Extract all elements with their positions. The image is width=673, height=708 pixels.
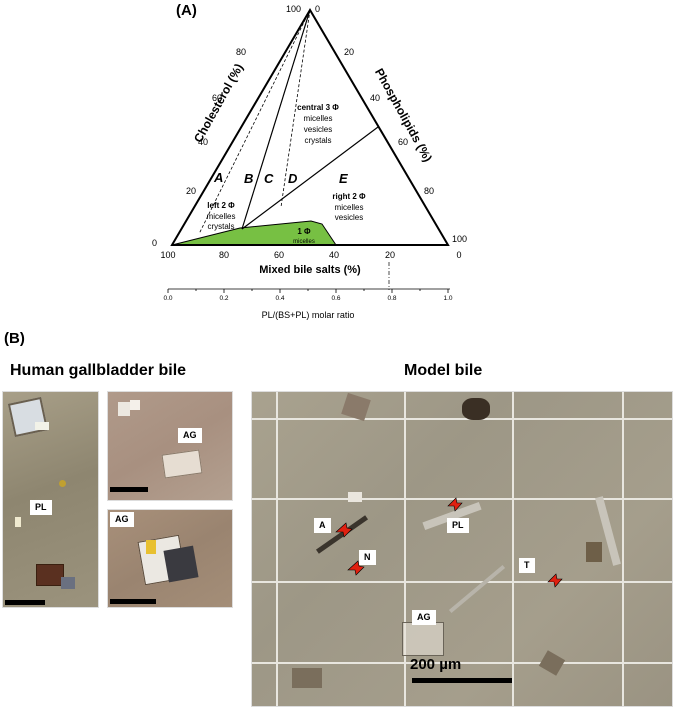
left-tick: 80 [236,47,246,57]
ternary-phase-diagram: 80 60 40 20 20 40 60 80 100 0 0 100 100 … [152,4,467,320]
human-bile-title: Human gallbladder bile [10,362,187,379]
panel-a-label: (A) [176,2,197,19]
zone-letter-a: A [213,170,223,185]
human-bile-micrograph-2: AG [107,391,233,501]
ternary-triangle [170,8,450,246]
bottom-tick: 40 [329,250,339,260]
arrow-n-icon [347,560,365,576]
left-region-title: left 2 Φ [207,201,235,210]
model-bile-title: Model bile [404,362,483,379]
central-region-line: micelles [304,114,333,123]
apex-label: 100 [452,234,467,244]
left-region-line: crystals [207,222,234,231]
annotation-arrows [335,497,563,588]
human-bile-micrograph-1: PL [2,391,99,608]
right-tick: 80 [424,186,434,196]
human-bile-micrograph-3: AG [107,509,233,608]
ratio-tick: 0.4 [275,295,284,302]
apex-label: 0 [315,4,320,14]
ratio-tick: 0.0 [163,295,172,302]
left-region-line: micelles [207,212,236,221]
zone-letter-b: B [244,171,253,186]
boundary-c-d [280,9,311,208]
scale-bar [110,487,148,492]
tag-a: A [314,518,331,533]
tag-t: T [519,558,535,573]
tag-ag: AG [178,428,202,443]
right-tick: 40 [370,93,380,103]
tag-pl: PL [447,518,469,533]
left-tick: 40 [198,137,208,147]
arrow-t-icon [547,573,563,588]
central-region-title: central 3 Φ [297,103,339,112]
boundary-b-c [241,9,311,230]
ratio-tick: 0.2 [219,295,228,302]
scale-bar-label: 200 µm [410,656,462,673]
ratio-axis-title: PL/(BS+PL) molar ratio [262,310,355,320]
ratio-tick: 0.6 [331,295,340,302]
bottom-tick: 80 [219,250,229,260]
apex-label: 0 [152,238,157,248]
left-tick: 20 [186,186,196,196]
right-region-line: micelles [335,203,364,212]
panel-b-label: (B) [4,330,25,347]
tag-ag: AG [110,512,134,527]
scale-bar [412,678,512,683]
ratio-tick: 1.0 [443,295,452,302]
tag-pl: PL [30,500,52,515]
bottom-tick: 20 [385,250,395,260]
left-tick: 60 [212,93,222,103]
one-phase-line: micelles [293,239,315,245]
zone-letter-e: E [339,171,348,186]
right-tick: 60 [398,137,408,147]
right-region-line: vesicles [335,213,363,222]
one-phase-title: 1 Φ [297,227,311,236]
crystal-aggregate [161,449,203,479]
right-tick: 20 [344,47,354,57]
ratio-tick: 0.8 [387,295,396,302]
bottom-tick: 100 [160,250,175,260]
boundary-d-e [241,126,379,230]
right-region-title: right 2 Φ [332,192,366,201]
bottom-tick: 0 [456,250,461,260]
arrow-pl-icon [447,497,463,512]
bottom-axis-title: Mixed bile salts (%) [259,264,361,276]
arrow-a-icon [335,522,353,538]
central-region-line: vesicles [304,125,332,134]
zone-letter-c: C [264,171,274,186]
apex-label: 100 [286,4,301,14]
central-region-line: crystals [304,136,331,145]
tag-n: N [359,550,376,565]
scale-bar [110,599,156,604]
zone-letter-d: D [288,171,298,186]
bottom-tick: 60 [274,250,284,260]
scale-bar [5,600,45,605]
model-bile-micrograph: A N PL T AG 200 µm [251,391,673,707]
cholesterol-crystal [7,396,49,438]
right-axis-title: Phospholipids (%) [372,66,435,164]
boundary-a-b [198,9,311,235]
tag-ag: AG [412,610,436,625]
